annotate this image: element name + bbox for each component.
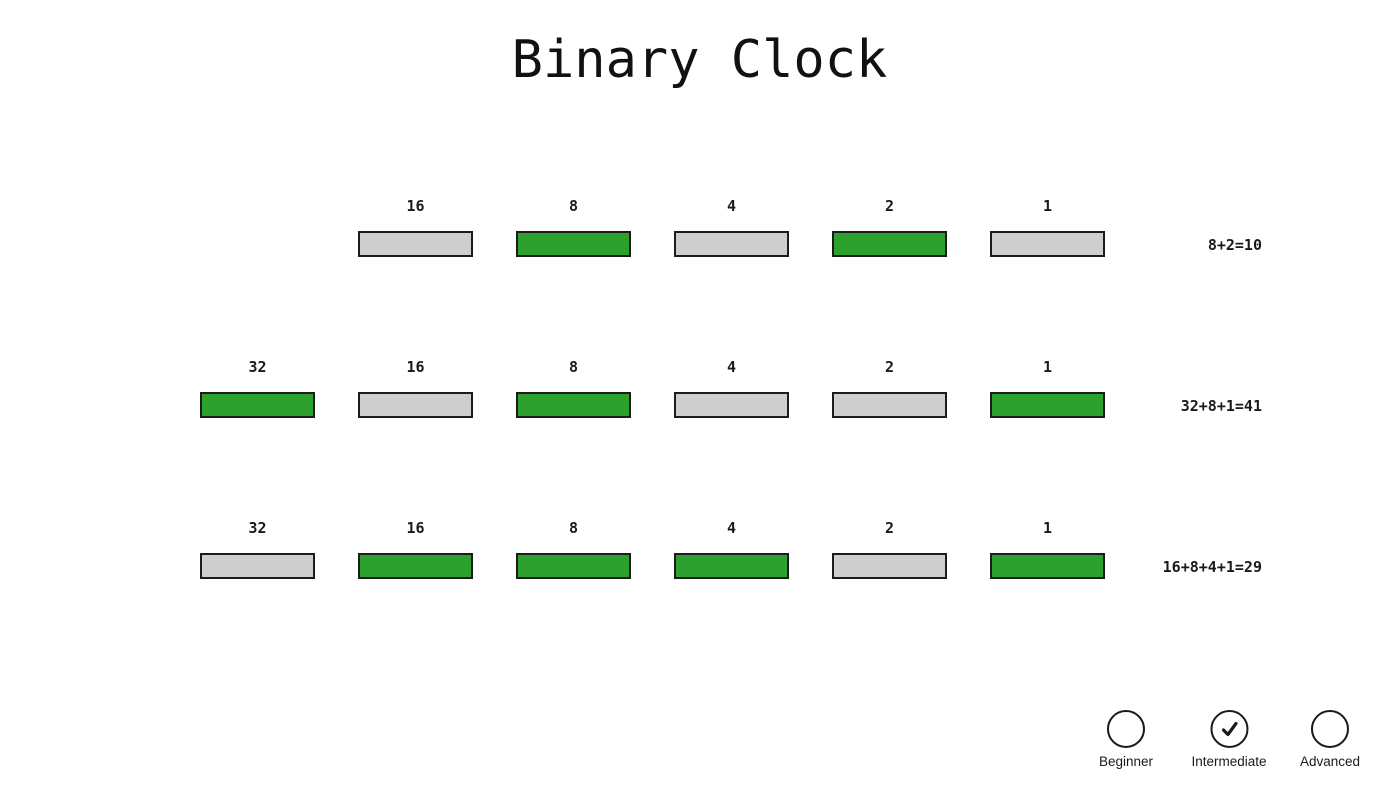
bit-value-label: 2 — [884, 519, 895, 537]
bit-cell: 16 — [358, 519, 473, 579]
bit-value-label: 32 — [248, 358, 267, 376]
bit-value-label: 8 — [568, 197, 579, 215]
radio-beginner[interactable] — [1106, 710, 1145, 748]
bit-bar — [200, 553, 315, 579]
row-sum-label: 8+2=10 — [1207, 236, 1262, 254]
bit-bar — [516, 553, 631, 579]
bit-value-label: 32 — [248, 519, 267, 537]
bit-cell: 1 — [990, 358, 1105, 418]
bit-cell: 1 — [990, 197, 1105, 257]
bit-cell: 8 — [516, 358, 631, 418]
radio-advanced[interactable] — [1310, 710, 1349, 748]
bit-value-label: 1 — [1042, 197, 1053, 215]
bit-cell: 4 — [674, 519, 789, 579]
bit-bar — [358, 392, 473, 418]
row-sum-label: 32+8+1=41 — [1180, 397, 1262, 415]
bit-bar — [832, 231, 947, 257]
bit-cell: 2 — [832, 519, 947, 579]
bit-bar — [200, 392, 315, 418]
difficulty-option-advanced[interactable]: Advanced — [1300, 710, 1360, 770]
bit-value-label: 4 — [726, 358, 737, 376]
check-icon — [1221, 721, 1238, 737]
bit-bar — [358, 553, 473, 579]
difficulty-option-beginner[interactable]: Beginner — [1099, 710, 1153, 770]
bit-bar — [674, 553, 789, 579]
bit-cell: 2 — [832, 358, 947, 418]
bit-cell: 16 — [358, 197, 473, 257]
bit-bar — [832, 553, 947, 579]
bit-value-label: 4 — [726, 519, 737, 537]
bit-bar — [990, 231, 1105, 257]
bit-bar — [516, 392, 631, 418]
bit-cell: 4 — [674, 197, 789, 257]
bit-value-label: 8 — [568, 358, 579, 376]
radio-label-intermediate: Intermediate — [1191, 754, 1267, 769]
bit-value-label: 1 — [1042, 358, 1053, 376]
bit-bar — [990, 553, 1105, 579]
bit-value-label: 2 — [884, 197, 895, 215]
bit-bar — [674, 231, 789, 257]
bit-bar — [358, 231, 473, 257]
radio-label-advanced: Advanced — [1299, 754, 1361, 769]
bit-bar — [516, 231, 631, 257]
bit-cell: 2 — [832, 197, 947, 257]
bit-cell: 8 — [516, 519, 631, 579]
bit-value-label: 8 — [568, 519, 579, 537]
bit-value-label: 16 — [406, 358, 425, 376]
bit-bar — [990, 392, 1105, 418]
row-sum-label: 16+8+4+1=29 — [1162, 558, 1262, 576]
bit-cell: 16 — [358, 358, 473, 418]
bit-cell: 32 — [200, 519, 315, 579]
bit-cell: 32 — [200, 358, 315, 418]
bit-value-label: 1 — [1042, 519, 1053, 537]
bit-value-label: 2 — [884, 358, 895, 376]
radio-label-beginner: Beginner — [1098, 754, 1154, 769]
radio-intermediate[interactable] — [1209, 710, 1248, 748]
bit-value-label: 16 — [406, 197, 425, 215]
bit-cell: 8 — [516, 197, 631, 257]
bit-bar — [832, 392, 947, 418]
bit-bar — [674, 392, 789, 418]
bit-value-label: 16 — [406, 519, 425, 537]
page-title: Binary Clock — [511, 30, 888, 90]
bit-cell: 4 — [674, 358, 789, 418]
bit-cell: 1 — [990, 519, 1105, 579]
difficulty-option-intermediate[interactable]: Intermediate — [1191, 710, 1267, 770]
bit-value-label: 4 — [726, 197, 737, 215]
